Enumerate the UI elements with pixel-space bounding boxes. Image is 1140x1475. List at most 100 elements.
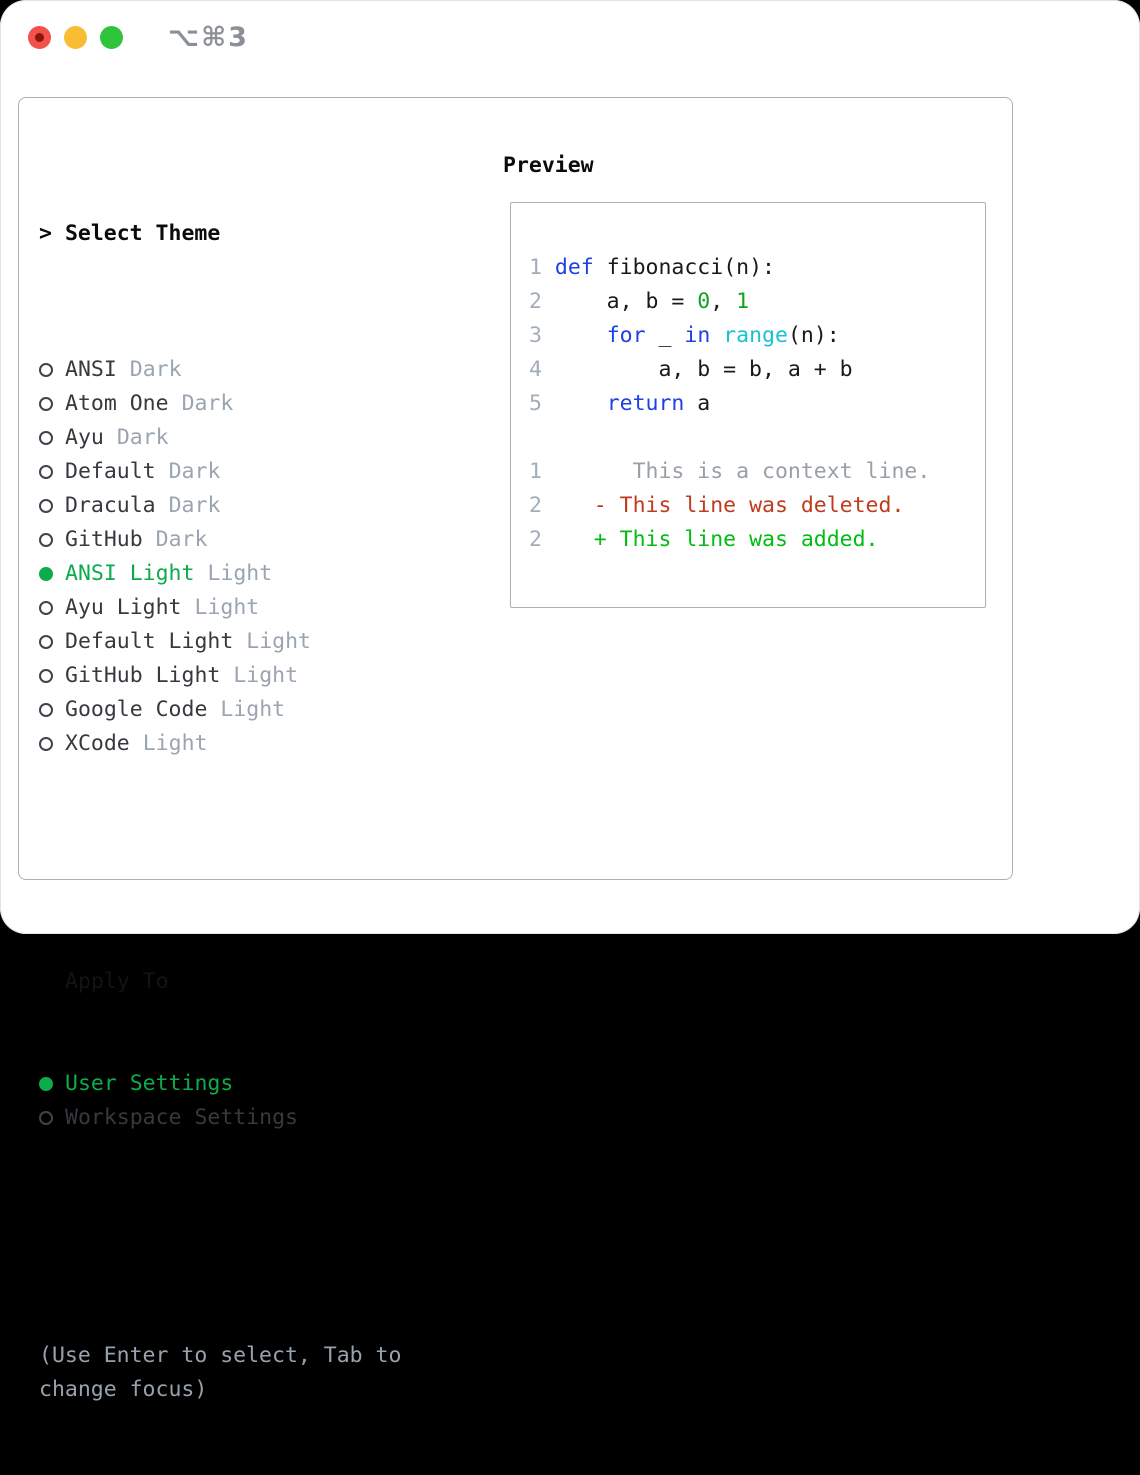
option-variant-tag: Dark: [168, 493, 221, 518]
option-label: Atom One: [65, 391, 169, 416]
apply-to-header: Apply To: [65, 969, 169, 994]
code-segment-txt: [542, 527, 594, 552]
option-label: User Settings: [65, 1071, 234, 1096]
theme-option-atom-one[interactable]: Atom One Dark: [39, 387, 479, 421]
theme-option-ayu[interactable]: Ayu Dark: [39, 421, 479, 455]
option-label: ANSI: [65, 357, 117, 382]
code-line: 1 def fibonacci(n):: [529, 251, 985, 285]
code-segment-txt: fibonacci(n):: [593, 255, 775, 280]
code-segment-kw: for: [606, 323, 646, 348]
titlebar: ⌥⌘3: [0, 0, 1140, 74]
prompt-caret-icon: >: [39, 221, 52, 246]
option-variant-tag: Light: [220, 697, 286, 722]
option-label: Workspace Settings: [65, 1105, 298, 1130]
code-segment-num: 0: [697, 289, 711, 314]
radio-icon: [39, 499, 53, 513]
apply-option-workspace-settings[interactable]: Workspace Settings: [39, 1101, 479, 1135]
option-label: GitHub: [65, 527, 143, 552]
option-label: XCode: [65, 731, 130, 756]
code-segment-ln: 2: [529, 493, 542, 518]
option-variant-tag: Dark: [129, 357, 182, 382]
option-variant-tag: Light: [194, 595, 260, 620]
option-variant-tag: Light: [207, 561, 273, 586]
code-segment-txt: a, b =: [541, 289, 698, 314]
code-segment-ln: 1: [529, 459, 542, 484]
code-segment-ctx: This is a context line.: [632, 459, 931, 484]
option-label: Ayu Light: [65, 595, 182, 620]
code-segment-txt: [542, 391, 607, 416]
theme-option-dracula[interactable]: Dracula Dark: [39, 489, 479, 523]
zoom-button[interactable]: [100, 26, 123, 49]
option-variant-tag: Dark: [116, 425, 169, 450]
option-variant-tag: Dark: [168, 459, 221, 484]
code-segment-txt: [542, 459, 633, 484]
code-segment-ln: 2: [529, 527, 542, 552]
code-line: 5 return a: [529, 387, 985, 421]
help-text: (Use Enter to select, Tab to change focu…: [39, 1343, 402, 1402]
select-theme-header: >Select Theme: [39, 217, 479, 251]
radio-selected-icon: [39, 1077, 53, 1091]
code-line: 3 for _ in range(n):: [529, 319, 985, 353]
code-segment-kw: def: [554, 255, 594, 280]
theme-option-ansi[interactable]: ANSI Dark: [39, 353, 479, 387]
traffic-lights: [28, 26, 123, 49]
code-segment-txt: ,: [710, 289, 737, 314]
preview-title: Preview: [503, 153, 594, 178]
code-segment-txt: [542, 255, 555, 280]
code-segment-txt: [542, 493, 594, 518]
code-segment-ln: 4: [529, 357, 542, 382]
radio-icon: [39, 703, 53, 717]
theme-option-github[interactable]: GitHub Dark: [39, 523, 479, 557]
radio-icon: [39, 533, 53, 547]
code-segment-ln: 2: [529, 289, 542, 314]
option-label: Google Code: [65, 697, 208, 722]
option-variant-tag: Dark: [181, 391, 234, 416]
option-label: Default Light: [65, 629, 234, 654]
code-segment-ln: 1: [529, 255, 542, 280]
option-label: Ayu: [65, 425, 104, 450]
theme-option-default[interactable]: Default Dark: [39, 455, 479, 489]
radio-icon: [39, 1111, 53, 1125]
code-segment-kw: return: [606, 391, 685, 416]
radio-icon: [39, 635, 53, 649]
code-line: 2 + This line was added.: [529, 523, 985, 557]
apply-option-user-settings[interactable]: User Settings: [39, 1067, 479, 1101]
code-segment-kw: in: [684, 323, 711, 348]
theme-option-default-light[interactable]: Default Light Light: [39, 625, 479, 659]
minimize-button[interactable]: [64, 26, 87, 49]
code-segment-txt: _: [645, 323, 685, 348]
close-button[interactable]: [28, 26, 51, 49]
theme-option-google-code[interactable]: Google Code Light: [39, 693, 479, 727]
option-label: Default: [65, 459, 156, 484]
theme-option-ayu-light[interactable]: Ayu Light Light: [39, 591, 479, 625]
option-label: Dracula: [65, 493, 156, 518]
code-segment-add: + This line was added.: [593, 527, 879, 552]
code-line: 4 a, b = b, a + b: [529, 353, 985, 387]
radio-icon: [39, 737, 53, 751]
code-segment-txt: (n):: [787, 323, 840, 348]
option-label: GitHub Light: [65, 663, 221, 688]
radio-icon: [39, 397, 53, 411]
code-segment-txt: a, b = b, a + b: [541, 357, 853, 382]
option-variant-tag: Light: [246, 629, 312, 654]
code-segment-txt: [710, 323, 723, 348]
code-segment-ln: 3: [529, 323, 542, 348]
code-line: 2 a, b = 0, 1: [529, 285, 985, 319]
window-title: ⌥⌘3: [168, 22, 249, 53]
code-line: 2 - This line was deleted.: [529, 489, 985, 523]
code-line: 1 This is a context line.: [529, 455, 985, 489]
option-variant-tag: Dark: [155, 527, 208, 552]
code-line: [529, 421, 985, 455]
code-segment-txt: [542, 323, 607, 348]
radio-icon: [39, 363, 53, 377]
